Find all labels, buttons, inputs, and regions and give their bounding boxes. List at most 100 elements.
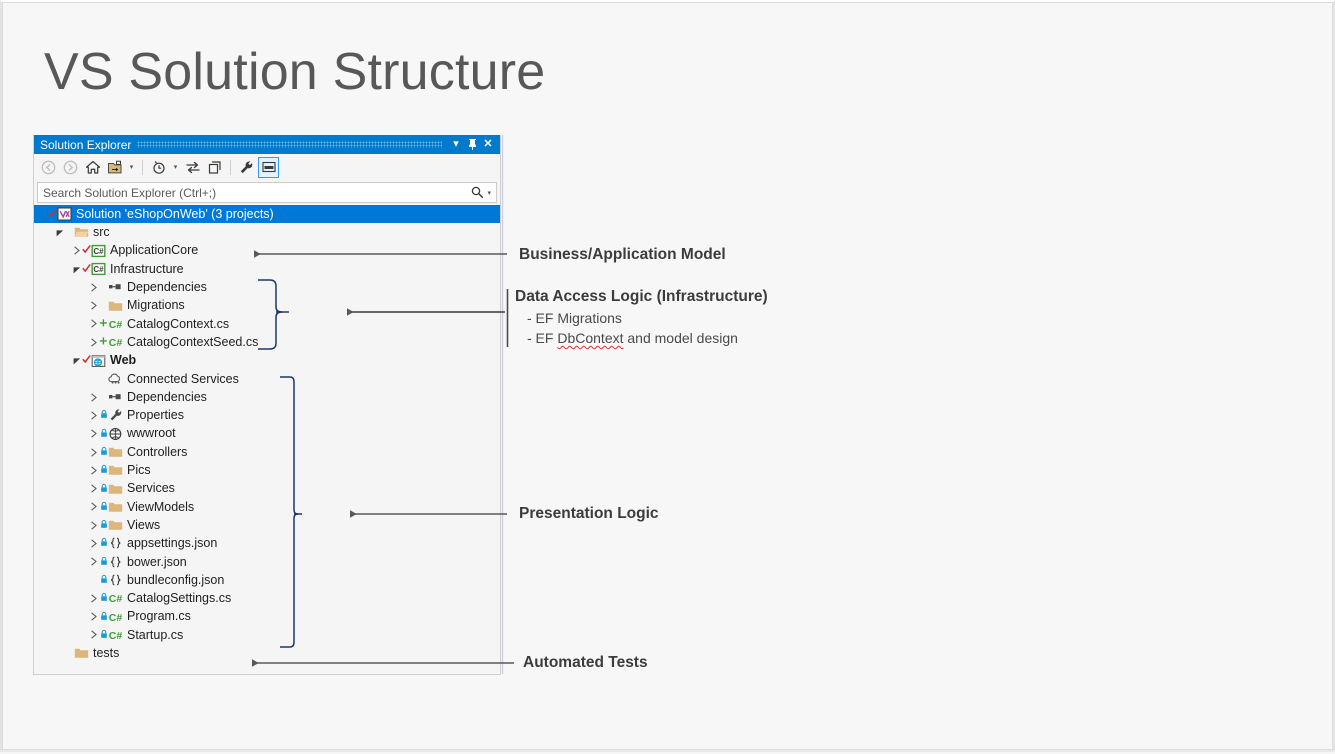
search-input[interactable]	[38, 185, 472, 200]
tree-item-web[interactable]: Web	[34, 351, 500, 369]
expander-collapsed-icon[interactable]	[88, 392, 99, 403]
source-control-lock-icon	[99, 629, 108, 641]
tree-item-appsettings[interactable]: appsettings.json	[34, 534, 500, 552]
annotation-data-access-bullet-1: - EF Migrations	[527, 310, 622, 326]
tree-item-wwwroot[interactable]: wwwroot	[34, 425, 500, 443]
pin-icon[interactable]	[464, 136, 480, 153]
expander-collapsed-icon[interactable]	[88, 337, 99, 348]
tree-item-controllers[interactable]: Controllers	[34, 443, 500, 461]
web-project-icon	[91, 354, 106, 367]
source-control-lock-icon	[99, 592, 108, 604]
window-title: Solution Explorer	[40, 137, 132, 152]
source-control-lock-icon	[99, 446, 108, 458]
expander-collapsed-icon[interactable]	[88, 428, 99, 439]
connected-services-icon	[108, 372, 123, 386]
solution-explorer-window: Solution Explorer ▾ ✕	[33, 135, 501, 675]
pending-changes-dropdown-icon[interactable]: ▾	[129, 164, 134, 171]
tree-item-web-dependencies[interactable]: Dependencies	[34, 388, 500, 406]
dependencies-icon	[109, 394, 121, 400]
tree-item-label: Services	[127, 481, 175, 496]
forward-button[interactable]	[60, 157, 81, 178]
tree-item-label: Dependencies	[127, 280, 207, 295]
close-icon[interactable]: ✕	[483, 138, 493, 150]
source-control-lock-icon	[99, 519, 108, 531]
wrench-icon	[110, 409, 122, 421]
csharp-file-icon: C#	[109, 337, 123, 349]
tree-item-views[interactable]: Views	[34, 516, 500, 534]
expander-none	[37, 209, 48, 220]
csharp-project-icon: C#	[91, 262, 106, 276]
csharp-file-icon: C#	[109, 630, 123, 642]
expander-collapsed-icon[interactable]	[88, 410, 99, 421]
source-control-checkmark-icon	[82, 354, 91, 367]
tree-item-startup[interactable]: C#Startup.cs	[34, 626, 500, 644]
tree-item-properties[interactable]: Properties	[34, 406, 500, 424]
tree-item-connected-services[interactable]: Connected Services	[34, 370, 500, 388]
expander-expanded-icon[interactable]	[71, 355, 82, 366]
annotation-business-model: Business/Application Model	[519, 246, 726, 264]
show-all-files-dropdown-icon[interactable]: ▾	[173, 164, 178, 171]
expander-none	[88, 575, 99, 586]
window-menu-dropdown-icon[interactable]: ▾	[453, 138, 459, 150]
tree-item-label: Web	[110, 353, 137, 368]
expander-collapsed-icon[interactable]	[88, 593, 99, 604]
tree-item-src[interactable]: src	[34, 223, 500, 241]
tree-item-label: CatalogSettings.cs	[127, 591, 232, 606]
tree-item-solution[interactable]: Solution 'eShopOnWeb' (3 projects)	[34, 205, 500, 224]
preview-selected-items-icon[interactable]	[258, 156, 279, 178]
tree-item-label: CatalogContextSeed.cs	[127, 334, 259, 349]
annotation-data-access-bullet-2: - EF DbContext and model design	[515, 328, 768, 348]
tree-item-catalogsettings[interactable]: C#CatalogSettings.cs	[34, 589, 500, 607]
tree-item-catalogcontextseed[interactable]: C# CatalogContextSeed.cs	[34, 333, 500, 351]
expander-collapsed-icon[interactable]	[88, 300, 99, 311]
tree-item-program[interactable]: C#Program.cs	[34, 608, 500, 626]
svg-text:C#: C#	[93, 265, 104, 274]
expander-collapsed-icon[interactable]	[88, 483, 99, 494]
search-options-dropdown-icon[interactable]: ▾	[487, 189, 491, 197]
titlebar-drag-handle[interactable]	[137, 141, 442, 148]
collapse-all-icon[interactable]	[204, 157, 225, 178]
tree-item-services[interactable]: Services	[34, 479, 500, 497]
expander-collapsed-icon[interactable]	[88, 611, 99, 622]
json-file-icon	[111, 556, 121, 568]
source-control-lock-icon	[99, 574, 108, 586]
expander-collapsed-icon[interactable]	[88, 501, 99, 512]
home-icon[interactable]	[82, 157, 103, 178]
expander-collapsed-icon[interactable]	[88, 282, 99, 293]
search-box[interactable]: ▾	[37, 182, 497, 203]
back-button[interactable]	[38, 157, 59, 178]
tree-item-viewmodels[interactable]: ViewModels	[34, 498, 500, 516]
expander-expanded-icon[interactable]	[54, 227, 65, 238]
source-control-lock-icon	[99, 537, 108, 549]
tree-item-pics[interactable]: Pics	[34, 461, 500, 479]
expander-none	[88, 373, 99, 384]
search-icon-group[interactable]: ▾	[471, 186, 496, 199]
tree-item-tests[interactable]: tests	[34, 644, 500, 662]
tree-item-bower[interactable]: bower.json	[34, 553, 500, 571]
sync-with-active-document-icon[interactable]	[182, 157, 203, 178]
tree-item-label: Program.cs	[127, 609, 191, 624]
tree-item-bundleconfig[interactable]: bundleconfig.json	[34, 571, 500, 589]
expander-collapsed-icon[interactable]	[88, 447, 99, 458]
expander-collapsed-icon[interactable]	[88, 520, 99, 531]
expander-collapsed-icon[interactable]	[71, 245, 82, 256]
tree-item-infra-dependencies[interactable]: Dependencies	[34, 278, 500, 296]
expander-collapsed-icon[interactable]	[88, 465, 99, 476]
tree-item-infra-migrations[interactable]: Migrations	[34, 296, 500, 314]
show-all-files-icon[interactable]	[148, 157, 169, 178]
source-control-lock-icon	[99, 611, 108, 623]
expander-collapsed-icon[interactable]	[88, 629, 99, 640]
pending-changes-icon[interactable]	[104, 157, 125, 178]
tree-item-catalogcontext[interactable]: C#CatalogContext.cs	[34, 315, 500, 333]
properties-wrench-icon[interactable]	[236, 157, 257, 178]
expander-collapsed-icon[interactable]	[88, 556, 99, 567]
wrench-icon	[108, 408, 123, 422]
expander-collapsed-icon[interactable]	[88, 318, 99, 329]
tree-item-applicationcore[interactable]: C#ApplicationCore	[34, 242, 500, 260]
expander-expanded-icon[interactable]	[71, 264, 82, 275]
folder-icon	[74, 649, 89, 659]
json-file-icon	[108, 555, 123, 569]
tree-item-infrastructure[interactable]: C#Infrastructure	[34, 260, 500, 278]
expander-collapsed-icon[interactable]	[88, 538, 99, 549]
json-file-icon	[108, 573, 123, 587]
